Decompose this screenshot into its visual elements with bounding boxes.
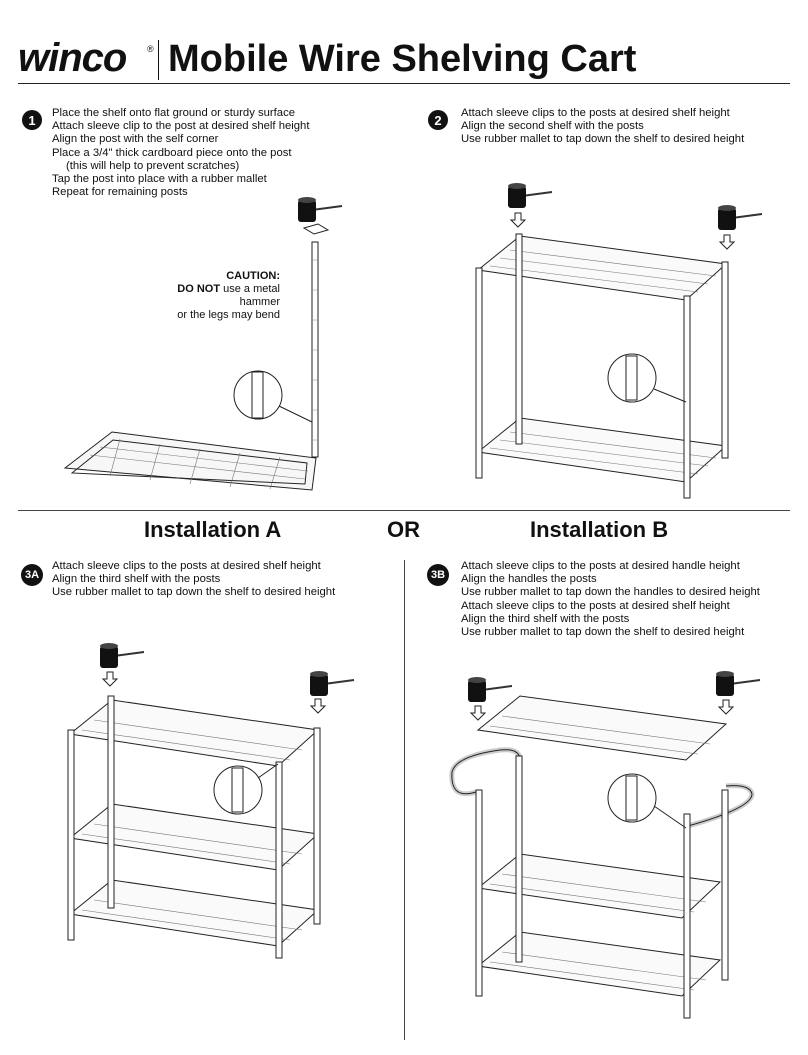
step-2-line: Attach sleeve clips to the posts at desi…: [461, 107, 730, 119]
caution-line-2: or the legs may bend: [177, 309, 280, 321]
step-2-illustration: [475, 233, 729, 499]
section-rule: [18, 510, 790, 511]
step-1-line: Place a 3/4" thick cardboard piece onto …: [52, 146, 292, 159]
caution-rest: use a metal hammer: [223, 283, 280, 308]
step-1-line: (this will help to prevent scratches): [66, 159, 240, 172]
step-3b-illustration: [449, 695, 755, 1019]
step-1-instructions: Place the shelf onto flat ground or stur…: [52, 107, 309, 199]
winco-logo: winco: [18, 36, 127, 80]
step-3b-line: Attach sleeve clips to the posts at desi…: [461, 599, 730, 612]
step-3a-instructions: Attach sleeve clips to the posts at desi…: [52, 560, 335, 600]
step-1-line: Repeat for remaining posts: [52, 186, 188, 199]
caution-bold: DO NOT: [177, 283, 221, 295]
caution-note: CAUTION: DO NOT use a metal hammer or th…: [140, 270, 280, 322]
step-1-line: Align the post with the self corner: [52, 133, 219, 146]
caution-line-1: DO NOT use a metal hammer: [140, 283, 280, 309]
step-3a-line: Align the third shelf with the posts: [52, 573, 221, 586]
or-heading: OR: [387, 517, 420, 542]
step-3b-line: Align the third shelf with the posts: [461, 612, 630, 625]
step-1-badge: 1: [22, 110, 42, 130]
step-1-line: Place the shelf onto flat ground or stur…: [52, 107, 296, 119]
step-2-instructions: Attach sleeve clips to the posts at desi…: [461, 107, 744, 147]
header-rule: [18, 83, 790, 84]
page-title: Mobile Wire Shelving Cart: [168, 38, 637, 80]
step-3a-badge: 3A: [21, 564, 43, 586]
title-divider: [158, 40, 159, 80]
step-3b-line: Align the handles the posts: [461, 573, 597, 586]
installation-a-heading: Installation A: [144, 517, 282, 542]
step-3a-illustration: [67, 695, 321, 959]
registered-mark: ®: [147, 44, 154, 54]
step-1-line: Attach sleeve clip to the post at desire…: [52, 120, 310, 133]
caution-title: CAUTION:: [226, 270, 280, 282]
step-2-line: Use rubber mallet to tap down the shelf …: [461, 133, 745, 146]
step-3b-instructions: Attach sleeve clips to the posts at desi…: [461, 560, 760, 639]
step-3b-line: Use rubber mallet to tap down the handle…: [461, 586, 760, 599]
step-2-line: Align the second shelf with the posts: [461, 120, 644, 133]
step-3a-line: Attach sleeve clips to the posts at desi…: [52, 560, 321, 572]
installation-b-heading: Installation B: [530, 517, 669, 542]
step-1-illustration: [63, 223, 330, 491]
step-3b-badge: 3B: [427, 564, 449, 586]
step-3a-line: Use rubber mallet to tap down the shelf …: [52, 586, 336, 599]
column-divider: [404, 560, 405, 1040]
step-2-badge: 2: [428, 110, 448, 130]
step-3b-line: Attach sleeve clips to the posts at desi…: [461, 560, 740, 572]
step-3b-line: Use rubber mallet to tap down the shelf …: [461, 626, 745, 639]
step-1-line: Tap the post into place with a rubber ma…: [52, 173, 267, 186]
